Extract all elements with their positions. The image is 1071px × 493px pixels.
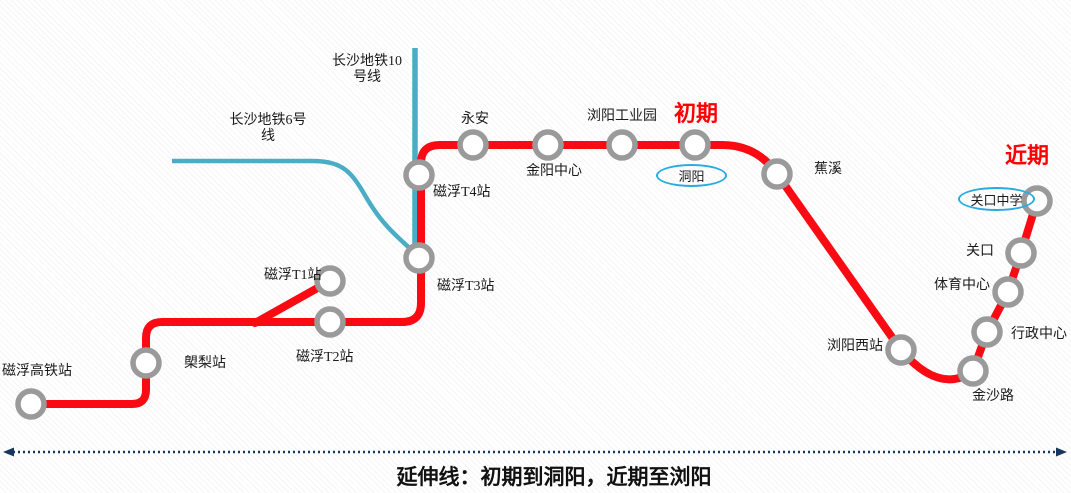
- station-label-guankou: 关口: [966, 244, 994, 259]
- station-marker-guankou: [1005, 237, 1037, 269]
- phase-initial-label: 初期: [673, 101, 719, 126]
- station-label-dongyang: 洞阳: [678, 169, 705, 184]
- station-label-jinyang-center: 金阳中心: [526, 164, 582, 179]
- extent-arrow-left-icon: [3, 447, 14, 457]
- station-label-liuyangxi: 浏阳西站: [827, 339, 883, 354]
- station-marker-jinyang-center: [532, 129, 564, 161]
- station-label-maglev-t1: 磁浮T1站: [264, 268, 322, 283]
- station-marker-maglev-hsr: [15, 388, 47, 420]
- station-label-guankou-middle-school: 关口中学: [970, 192, 1023, 208]
- extension-caption: 延伸线：初期到洞阳，近期至浏阳: [396, 466, 712, 489]
- station-label-maglev-hsr: 磁浮高铁站: [2, 364, 72, 379]
- station-marker-maglev-t2: [314, 306, 346, 338]
- metro-line6-path: [172, 158, 416, 254]
- station-marker-liuyang-industrial-park: [606, 129, 638, 161]
- maglev-main-route-path: [27, 141, 1041, 408]
- highlight-ellipse-guankou-middle-school: 关口中学: [958, 187, 1035, 211]
- station-marker-yongan: [457, 129, 489, 161]
- station-marker-jiaoxi: [761, 158, 793, 190]
- station-label-liuyang-industrial-park: 浏阳工业园: [587, 109, 657, 124]
- metro-line10-label-line1: 长沙地铁10: [332, 54, 402, 69]
- metro-line6-label-line1: 长沙地铁6号: [229, 113, 307, 128]
- station-marker-liuyangxi: [885, 334, 917, 366]
- station-marker-langli: [130, 347, 162, 379]
- station-label-langli: 㮾梨站: [184, 356, 226, 371]
- station-marker-maglev-t1: [314, 265, 346, 297]
- highlight-ellipse-dongyang: 洞阳: [656, 164, 727, 187]
- metro-line6-label: 长沙地铁6号线: [230, 113, 307, 145]
- station-label-yongan: 永安: [461, 112, 489, 127]
- station-label-maglev-t2: 磁浮T2站: [296, 350, 354, 365]
- station-marker-xingzheng-center: [971, 316, 1003, 348]
- station-label-maglev-t3: 磁浮T3站: [437, 279, 495, 294]
- metro-line6-label-line2: 线: [261, 129, 275, 144]
- metro-line10-label-line2: 号线: [353, 70, 381, 85]
- station-label-jinshalu: 金沙路: [972, 389, 1014, 404]
- station-marker-maglev-t3: [403, 242, 435, 274]
- station-label-jiaoxi: 蕉溪: [814, 162, 842, 177]
- station-label-tiyu-center: 体育中心: [934, 278, 990, 293]
- station-label-maglev-t4: 磁浮T4站: [433, 185, 491, 200]
- extent-arrow-right-icon: [1056, 447, 1067, 457]
- station-marker-dongyang: [679, 129, 711, 161]
- phase-near-term-label: 近期: [1004, 143, 1050, 168]
- station-label-xingzheng-center: 行政中心: [1011, 327, 1067, 342]
- station-marker-maglev-t4: [403, 159, 435, 191]
- station-marker-jinshalu: [957, 355, 989, 387]
- station-marker-tiyu-center: [992, 276, 1024, 308]
